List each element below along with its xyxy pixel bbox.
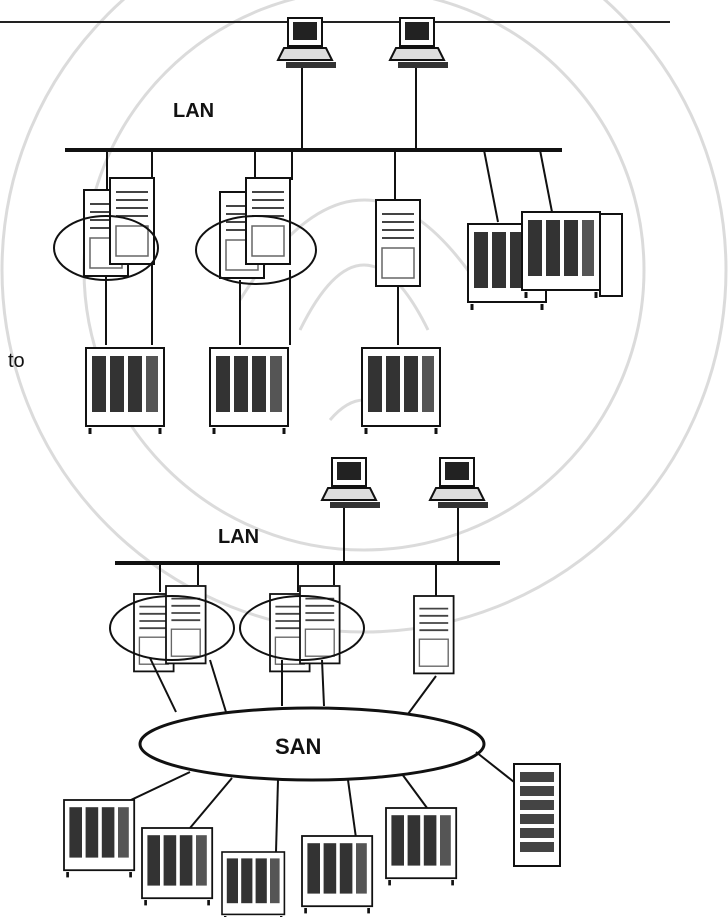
connector-line [348, 780, 356, 838]
storage-array-icon [142, 828, 212, 905]
storage-array-icon [86, 348, 164, 434]
connector-line [402, 774, 430, 812]
storage-array-side [600, 214, 622, 296]
connector-line [408, 676, 436, 714]
storage-array-icon [302, 836, 372, 913]
to-label: to [8, 350, 25, 373]
san-label: SAN [275, 734, 321, 760]
storage-array-icon [522, 212, 600, 298]
connector-line [476, 752, 514, 782]
workstation-icon [390, 18, 448, 68]
workstation-icon [278, 18, 336, 68]
storage-array-icon [362, 348, 440, 434]
storage-array-icon [210, 348, 288, 434]
connector-line [322, 660, 324, 706]
storage-tower-icon [514, 764, 560, 866]
connector-line [484, 150, 498, 222]
lan-label-bottom: LAN [218, 526, 259, 549]
storage-array-icon [386, 808, 456, 885]
storage-array-icon [222, 852, 284, 917]
server-icon [414, 596, 454, 673]
workstation-icon [430, 458, 488, 508]
connector-line [190, 778, 232, 828]
storage-array-icon [64, 800, 134, 877]
workstation-icon [322, 458, 380, 508]
server-icon [246, 178, 290, 264]
lan-label-top: LAN [173, 100, 214, 123]
connector-line [210, 660, 226, 712]
watermark-seal-icon [2, 0, 726, 632]
connector-line [276, 780, 278, 852]
server-icon [376, 200, 420, 286]
connector-line [540, 150, 552, 212]
